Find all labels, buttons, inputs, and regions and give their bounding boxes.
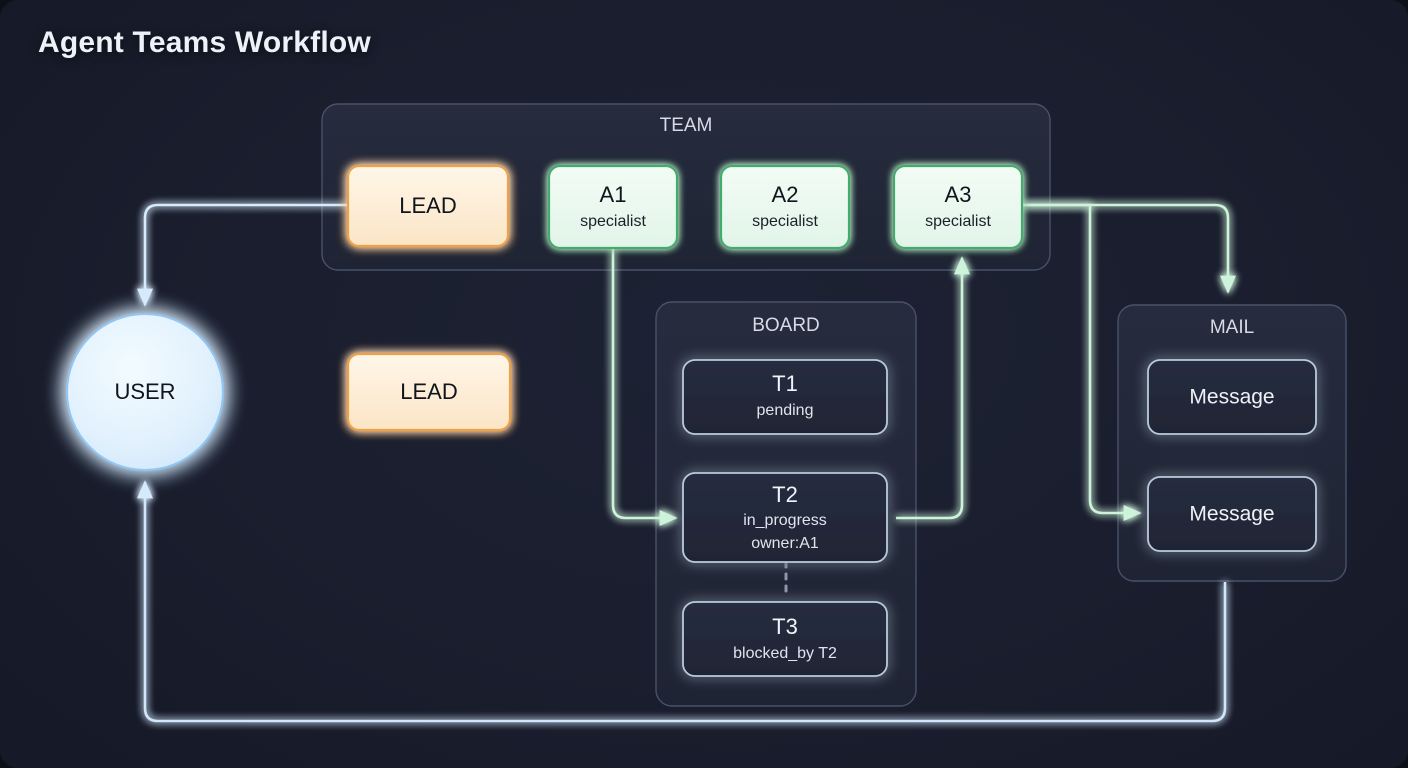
agent-a2-box[interactable] <box>719 164 851 250</box>
edge-mail-to-user <box>136 480 1227 723</box>
task-t3-name: T3 <box>772 614 798 639</box>
task-t1-box[interactable] <box>682 359 888 435</box>
task-t2-status: in_progress <box>743 512 827 529</box>
edge-lead-to-user <box>136 203 348 307</box>
node-task-t3[interactable]: T3 blocked_by T2 <box>682 601 888 677</box>
agent-a3-name: A3 <box>945 182 972 207</box>
node-agent-a1[interactable]: A1 specialist <box>547 164 679 250</box>
lead-main-box[interactable] <box>346 352 512 432</box>
node-task-t2[interactable]: T2 in_progress owner:A1 <box>682 472 888 563</box>
task-t1-status: pending <box>757 402 814 419</box>
node-agent-a3[interactable]: A3 specialist <box>892 164 1024 250</box>
mail-panel-title: MAIL <box>1210 317 1254 338</box>
user-circle[interactable] <box>66 313 224 471</box>
task-t1-name: T1 <box>772 371 798 396</box>
lead-team-box[interactable] <box>346 164 510 248</box>
message-1-label: Message <box>1189 386 1274 409</box>
agent-a3-box[interactable] <box>892 164 1024 250</box>
message-2-label: Message <box>1189 503 1274 526</box>
task-t2-name: T2 <box>772 482 798 507</box>
edge-a3-to-message <box>1022 203 1142 522</box>
agent-a3-role: specialist <box>925 213 991 230</box>
node-lead-main[interactable]: LEAD <box>346 352 512 432</box>
page-title: Agent Teams Workflow <box>38 26 371 59</box>
node-agent-a2[interactable]: A2 specialist <box>719 164 851 250</box>
task-t2-owner: owner:A1 <box>751 535 819 552</box>
lead-main-label: LEAD <box>400 379 457 404</box>
team-panel-title: TEAM <box>660 115 713 136</box>
edge-a1-to-t2 <box>611 248 678 527</box>
agent-a2-name: A2 <box>772 182 799 207</box>
agent-a1-role: specialist <box>580 213 646 230</box>
node-message-1[interactable]: Message <box>1147 359 1317 435</box>
node-message-2[interactable]: Message <box>1147 476 1317 552</box>
edge-t2-to-a3 <box>896 256 971 520</box>
agent-a2-role: specialist <box>752 213 818 230</box>
node-task-t1[interactable]: T1 pending <box>682 359 888 435</box>
task-t3-box[interactable] <box>682 601 888 677</box>
edge-a3-to-mail <box>1022 203 1237 294</box>
agent-a1-name: A1 <box>600 182 627 207</box>
message-1-box[interactable] <box>1147 359 1317 435</box>
task-t3-status: blocked_by T2 <box>733 645 837 662</box>
node-lead-team[interactable]: LEAD <box>346 164 510 248</box>
user-label: USER <box>114 379 175 404</box>
task-t2-box[interactable] <box>682 472 888 563</box>
lead-team-label: LEAD <box>399 193 456 218</box>
node-user[interactable]: USER <box>66 313 224 471</box>
agent-a1-box[interactable] <box>547 164 679 250</box>
message-2-box[interactable] <box>1147 476 1317 552</box>
board-panel-title: BOARD <box>752 315 820 336</box>
